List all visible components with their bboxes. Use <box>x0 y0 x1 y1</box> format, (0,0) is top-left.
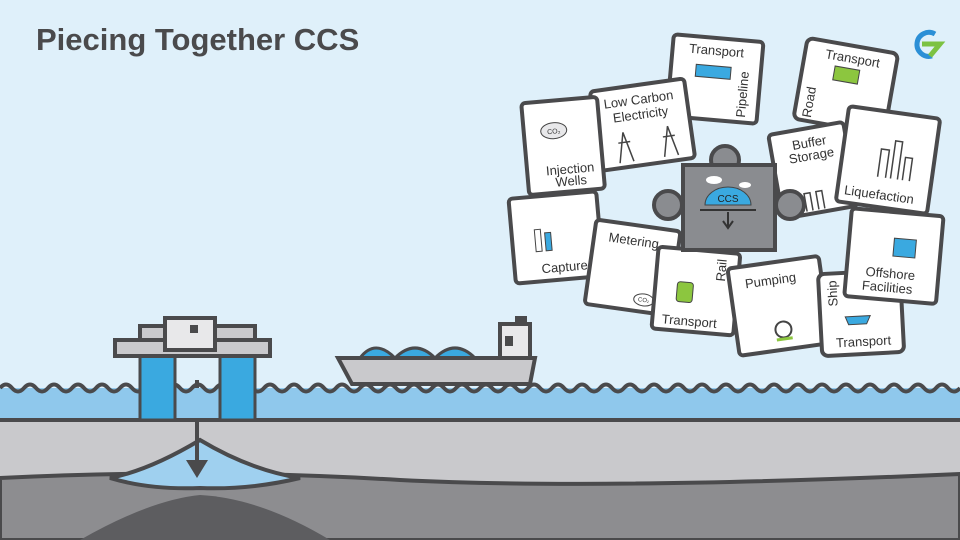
pump-icon <box>774 320 793 339</box>
co2-cloud-icon <box>540 122 568 140</box>
plant-icon <box>876 140 914 182</box>
piece-label: Injection <box>545 159 595 178</box>
icon-text: CO₂ <box>637 297 650 305</box>
down-arrow-icon <box>186 460 208 478</box>
down-arrow-icon <box>722 212 734 230</box>
piece-injection: CO₂ Injection Wells <box>519 95 607 197</box>
co2-ship <box>334 316 538 386</box>
piece-label: Wells <box>555 172 588 190</box>
piece-side-label: Rail <box>713 258 730 282</box>
pylon-icon <box>618 125 680 164</box>
train-icon <box>675 281 694 304</box>
rock-mound <box>80 495 330 540</box>
piece-liquefaction: Liquefaction <box>834 104 942 216</box>
piece-offshore: Offshore Facilities <box>842 206 946 306</box>
chimney-icon <box>544 231 553 252</box>
piece-label: Transport <box>661 311 718 331</box>
piece-label: Capture <box>541 257 588 276</box>
piece-side-label: Road <box>799 85 819 118</box>
page-title: Piecing Together CCS <box>36 22 360 57</box>
piece-label: Metering <box>608 230 660 252</box>
icon-text: CO₂ <box>547 128 561 136</box>
piece-label: Facilities <box>861 278 913 297</box>
piece-electricity: Low Carbon Electricity <box>588 76 697 173</box>
piece-side-label: Ship <box>824 280 840 307</box>
g-logo-icon <box>914 29 946 59</box>
piece-label: Buffer <box>791 132 828 153</box>
piece-rail: Transport Rail <box>649 244 742 338</box>
piece-label: Offshore <box>865 264 916 283</box>
piece-label: Transport <box>836 333 892 351</box>
ship-icon <box>844 315 871 326</box>
piece-pumping: Pumping <box>725 254 833 358</box>
platform-icon <box>892 237 917 259</box>
piece-ccs-center: CCS <box>652 144 806 252</box>
piece-label: Pumping <box>744 269 797 291</box>
puzzle-cluster: Transport Pipeline Transport Road Low Ca… <box>506 32 946 358</box>
piece-capture: Capture <box>506 189 606 286</box>
offshore-platform <box>113 316 272 422</box>
piece-side-label: Pipeline <box>733 71 752 118</box>
piece-pipeline: Transport Pipeline <box>665 32 766 126</box>
piece-label: Transport <box>688 41 745 61</box>
ccs-label: CCS <box>717 194 738 205</box>
